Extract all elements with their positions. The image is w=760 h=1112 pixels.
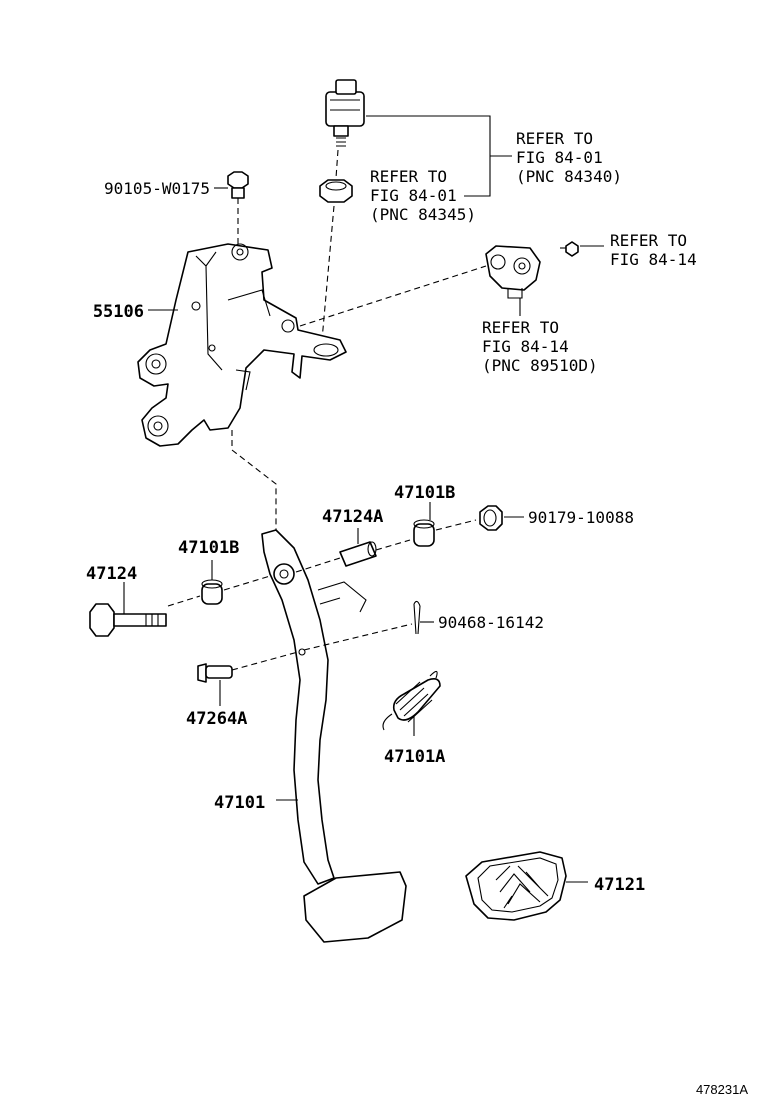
ref-84345-line2: FIG 84-01 bbox=[370, 186, 457, 205]
collar-drawing bbox=[339, 541, 377, 567]
return-spring-drawing bbox=[382, 670, 441, 731]
bushing-right-drawing bbox=[413, 519, 435, 547]
ref-84340-line1: REFER TO bbox=[516, 129, 593, 148]
label-90105-w0175: 90105-W0175 bbox=[104, 179, 210, 198]
label-55106: 55106 bbox=[93, 302, 144, 322]
cotter-pin-drawing bbox=[413, 600, 421, 635]
label-47124a: 47124A bbox=[322, 507, 383, 527]
ref-8414-line1: REFER TO bbox=[610, 231, 687, 250]
pedal-bracket-drawing bbox=[137, 243, 347, 447]
pedal-pad-rubber-drawing bbox=[465, 851, 567, 921]
ref-84340-line3: (PNC 84340) bbox=[516, 167, 622, 186]
stop-lamp-switch-drawing bbox=[325, 79, 365, 147]
ref-89510d-line3: (PNC 89510D) bbox=[482, 356, 598, 375]
ref-84345-line1: REFER TO bbox=[370, 167, 447, 186]
figure-id: 478231A bbox=[696, 1082, 748, 1097]
switch-holder-drawing bbox=[485, 245, 541, 299]
bushing-left-drawing bbox=[201, 579, 223, 605]
label-47264a: 47264A bbox=[186, 709, 247, 729]
pivot-bolt-drawing bbox=[89, 603, 167, 637]
ref-84345-line3: (PNC 84345) bbox=[370, 205, 476, 224]
label-47101: 47101 bbox=[214, 793, 265, 813]
label-47121: 47121 bbox=[594, 875, 645, 895]
bolt-90105-drawing bbox=[227, 171, 249, 244]
ref-89510d-line2: FIG 84-14 bbox=[482, 337, 569, 356]
ref-89510d-line1: REFER TO bbox=[482, 318, 559, 337]
ref-8414-line2: FIG 84-14 bbox=[610, 250, 697, 269]
clevis-pin-drawing bbox=[197, 663, 233, 683]
label-47101b-left: 47101B bbox=[178, 538, 239, 558]
brake-pedal-arm-drawing bbox=[261, 529, 367, 885]
ref-84340-line2: FIG 84-01 bbox=[516, 148, 603, 167]
label-90179-10088: 90179-10088 bbox=[528, 508, 634, 527]
switch-nut-drawing bbox=[319, 179, 353, 203]
label-47101b-right: 47101B bbox=[394, 483, 455, 503]
label-90468-16142: 90468-16142 bbox=[438, 613, 544, 632]
label-47101a: 47101A bbox=[384, 747, 445, 767]
pedal-pad-drawing bbox=[303, 871, 407, 943]
label-47124: 47124 bbox=[86, 564, 137, 584]
holder-screw-drawing bbox=[560, 241, 579, 257]
nut-drawing bbox=[479, 505, 503, 531]
